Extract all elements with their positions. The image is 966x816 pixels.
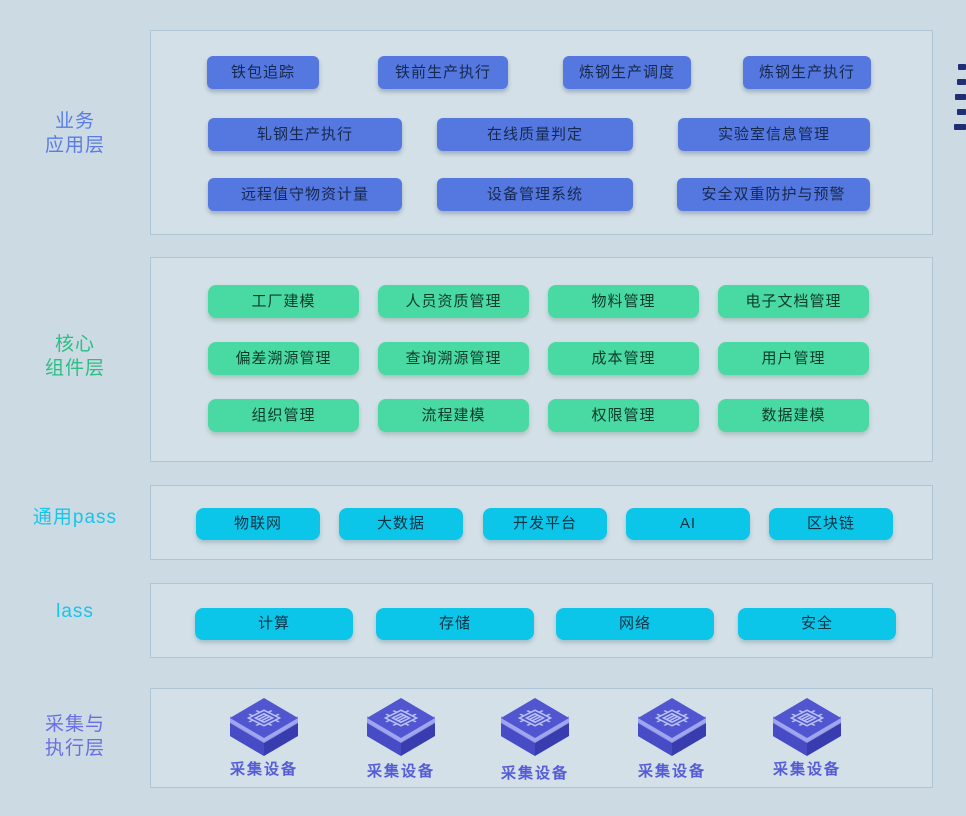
paas-button-iot[interactable]: 物联网 — [196, 508, 320, 540]
iaas-button-network[interactable]: 网络 — [556, 608, 714, 640]
core-button-permission-mgmt[interactable]: 权限管理 — [548, 399, 699, 432]
device-label: 采集设备 — [772, 761, 841, 778]
core-button-factory-modeling[interactable]: 工厂建模 — [208, 285, 359, 318]
app-button-safety-prevention[interactable]: 安全双重防护与预警 — [677, 178, 870, 211]
device-cube-icon — [363, 696, 439, 767]
chip-cube-icon — [230, 698, 298, 756]
dash-mark-icon — [958, 64, 966, 70]
device-cube-icon — [497, 696, 573, 767]
paas-button-blockchain[interactable]: 区块链 — [769, 508, 893, 540]
layer-label-device: 采集与 执行层 — [44, 714, 105, 759]
core-button-cost-mgmt[interactable]: 成本管理 — [548, 342, 699, 375]
device-label: 采集设备 — [500, 765, 569, 782]
layer-label-iaas: lass — [56, 601, 94, 622]
device-cube-icon — [634, 696, 710, 767]
dash-mark-icon — [954, 124, 966, 130]
core-button-material-mgmt[interactable]: 物料管理 — [548, 285, 699, 318]
app-button-steel-scheduling[interactable]: 炼钢生产调度 — [563, 56, 691, 89]
core-button-org-mgmt[interactable]: 组织管理 — [208, 399, 359, 432]
core-button-deviation-trace[interactable]: 偏差溯源管理 — [208, 342, 359, 375]
paas-button-bigdata[interactable]: 大数据 — [339, 508, 463, 540]
device-cube-icon — [769, 696, 845, 767]
layer-label-core: 核心 组件层 — [44, 334, 105, 379]
core-button-query-trace[interactable]: 查询溯源管理 — [378, 342, 529, 375]
layer-label-business: 业务 应用层 — [44, 111, 105, 156]
iaas-button-storage[interactable]: 存储 — [376, 608, 534, 640]
panel-core-layer: 工厂建模 人员资质管理 物料管理 电子文档管理 偏差溯源管理 查询溯源管理 成本… — [150, 257, 933, 462]
app-button-lims[interactable]: 实验室信息管理 — [678, 118, 870, 151]
dash-mark-icon — [957, 79, 966, 85]
app-button-rolling-mes[interactable]: 轧钢生产执行 — [208, 118, 402, 151]
right-edge-marks — [952, 64, 966, 139]
device-label: 采集设备 — [366, 763, 435, 780]
panel-paas-layer: 物联网 大数据 开发平台 AI 区块链 — [150, 485, 933, 560]
panel-iaas-layer: 计算 存储 网络 安全 — [150, 583, 933, 658]
core-button-data-modeling[interactable]: 数据建模 — [718, 399, 869, 432]
app-button-steel-mes[interactable]: 炼钢生产执行 — [743, 56, 871, 89]
paas-button-devplatform[interactable]: 开发平台 — [483, 508, 607, 540]
core-button-user-mgmt[interactable]: 用户管理 — [718, 342, 869, 375]
app-button-tie-bao-tracking[interactable]: 铁包追踪 — [207, 56, 319, 89]
panel-business-layer: 铁包追踪 铁前生产执行 炼钢生产调度 炼钢生产执行 轧钢生产执行 在线质量判定 … — [150, 30, 933, 235]
app-button-ironmaking-mes[interactable]: 铁前生产执行 — [378, 56, 508, 89]
chip-cube-icon — [773, 698, 841, 756]
core-button-process-modeling[interactable]: 流程建模 — [378, 399, 529, 432]
device-cube-icon — [226, 696, 302, 767]
core-button-personnel-qualif[interactable]: 人员资质管理 — [378, 285, 529, 318]
iaas-button-security[interactable]: 安全 — [738, 608, 896, 640]
device-label: 采集设备 — [229, 761, 298, 778]
app-button-remote-weighing[interactable]: 远程值守物资计量 — [208, 178, 402, 211]
layer-label-paas: 通用pass — [32, 507, 118, 528]
chip-cube-icon — [501, 698, 569, 756]
core-button-edoc-mgmt[interactable]: 电子文档管理 — [718, 285, 869, 318]
iaas-button-compute[interactable]: 计算 — [195, 608, 353, 640]
chip-cube-icon — [367, 698, 435, 756]
dash-mark-icon — [957, 109, 966, 115]
chip-cube-icon — [638, 698, 706, 756]
paas-button-ai[interactable]: AI — [626, 508, 750, 540]
app-button-equipment-mgmt[interactable]: 设备管理系统 — [437, 178, 633, 211]
app-button-quality-judgement[interactable]: 在线质量判定 — [437, 118, 633, 151]
dash-mark-icon — [955, 94, 966, 100]
device-label: 采集设备 — [637, 763, 706, 780]
